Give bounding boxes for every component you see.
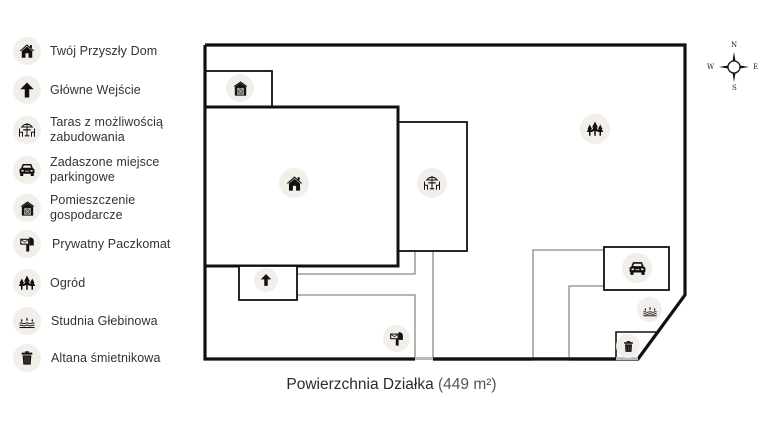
legend-label: Altana śmietnikowa [51, 350, 161, 365]
arrow-up-icon[interactable] [254, 268, 278, 292]
legend-item-trash: Altana śmietnikowa [13, 344, 161, 372]
caption-title: Powierzchnia Działka [286, 376, 434, 393]
caption-area: (449 m²) [438, 376, 497, 393]
path-parking-outer [532, 249, 604, 359]
path-entrance-top [297, 251, 416, 275]
legend-label: Twój Przyszły Dom [50, 43, 158, 58]
legend-label: Studnia Głebinowa [51, 313, 158, 328]
compass-west: W [707, 63, 715, 71]
legend-item-garden: Ogród [13, 269, 85, 297]
compass-icon [719, 52, 749, 82]
legend-label-line2: gospodarcze [50, 208, 123, 222]
terrace-icon [13, 116, 41, 144]
car-icon[interactable] [622, 253, 652, 283]
house-icon [13, 37, 41, 65]
car-icon [13, 156, 41, 184]
path-parking-inner [568, 285, 604, 359]
shed-icon[interactable] [226, 74, 254, 102]
path-entrance-bottom [297, 294, 416, 359]
well-icon[interactable] [637, 297, 662, 322]
parcel-locker-icon [13, 230, 41, 258]
house-area [203, 105, 400, 268]
compass-north: N [731, 41, 738, 49]
legend-item-well: Studnia Głebinowa [13, 307, 158, 335]
shed-icon [13, 194, 41, 222]
legend-label-line2: parkingowe [50, 170, 115, 184]
house-icon[interactable] [279, 168, 309, 198]
legend-item-parcel-locker: Prywatny Paczkomat [13, 230, 171, 258]
plot-area-caption: Powierzchnia Działka (449 m²) [0, 376, 783, 394]
legend-label: Główne Wejście [50, 82, 141, 97]
legend-label: Ogród [50, 275, 86, 290]
trash-bin-icon [13, 344, 41, 372]
legend-label-line1: Taras z możliwością [50, 115, 164, 129]
trees-icon[interactable] [580, 114, 610, 144]
legend-item-entrance: Główne Wejście [13, 76, 141, 104]
trees-icon [13, 269, 41, 297]
legend-label-line2: zabudowania [50, 130, 125, 144]
legend-label: Prywatny Paczkomat [52, 236, 171, 251]
terrace-icon[interactable] [417, 168, 447, 198]
arrow-up-icon [13, 76, 41, 104]
parcel-locker-icon[interactable] [383, 325, 410, 352]
compass-south: S [732, 84, 737, 92]
compass-east: E [753, 63, 759, 71]
compass-rose: N S W E [704, 38, 764, 94]
legend-label-line1: Zadaszone miejsce [50, 155, 160, 169]
legend-item-house: Twój Przyszły Dom [13, 37, 157, 65]
well-icon [13, 307, 41, 335]
legend-label-line1: Pomieszczenie [50, 193, 136, 207]
trash-bin-icon[interactable] [616, 334, 640, 358]
